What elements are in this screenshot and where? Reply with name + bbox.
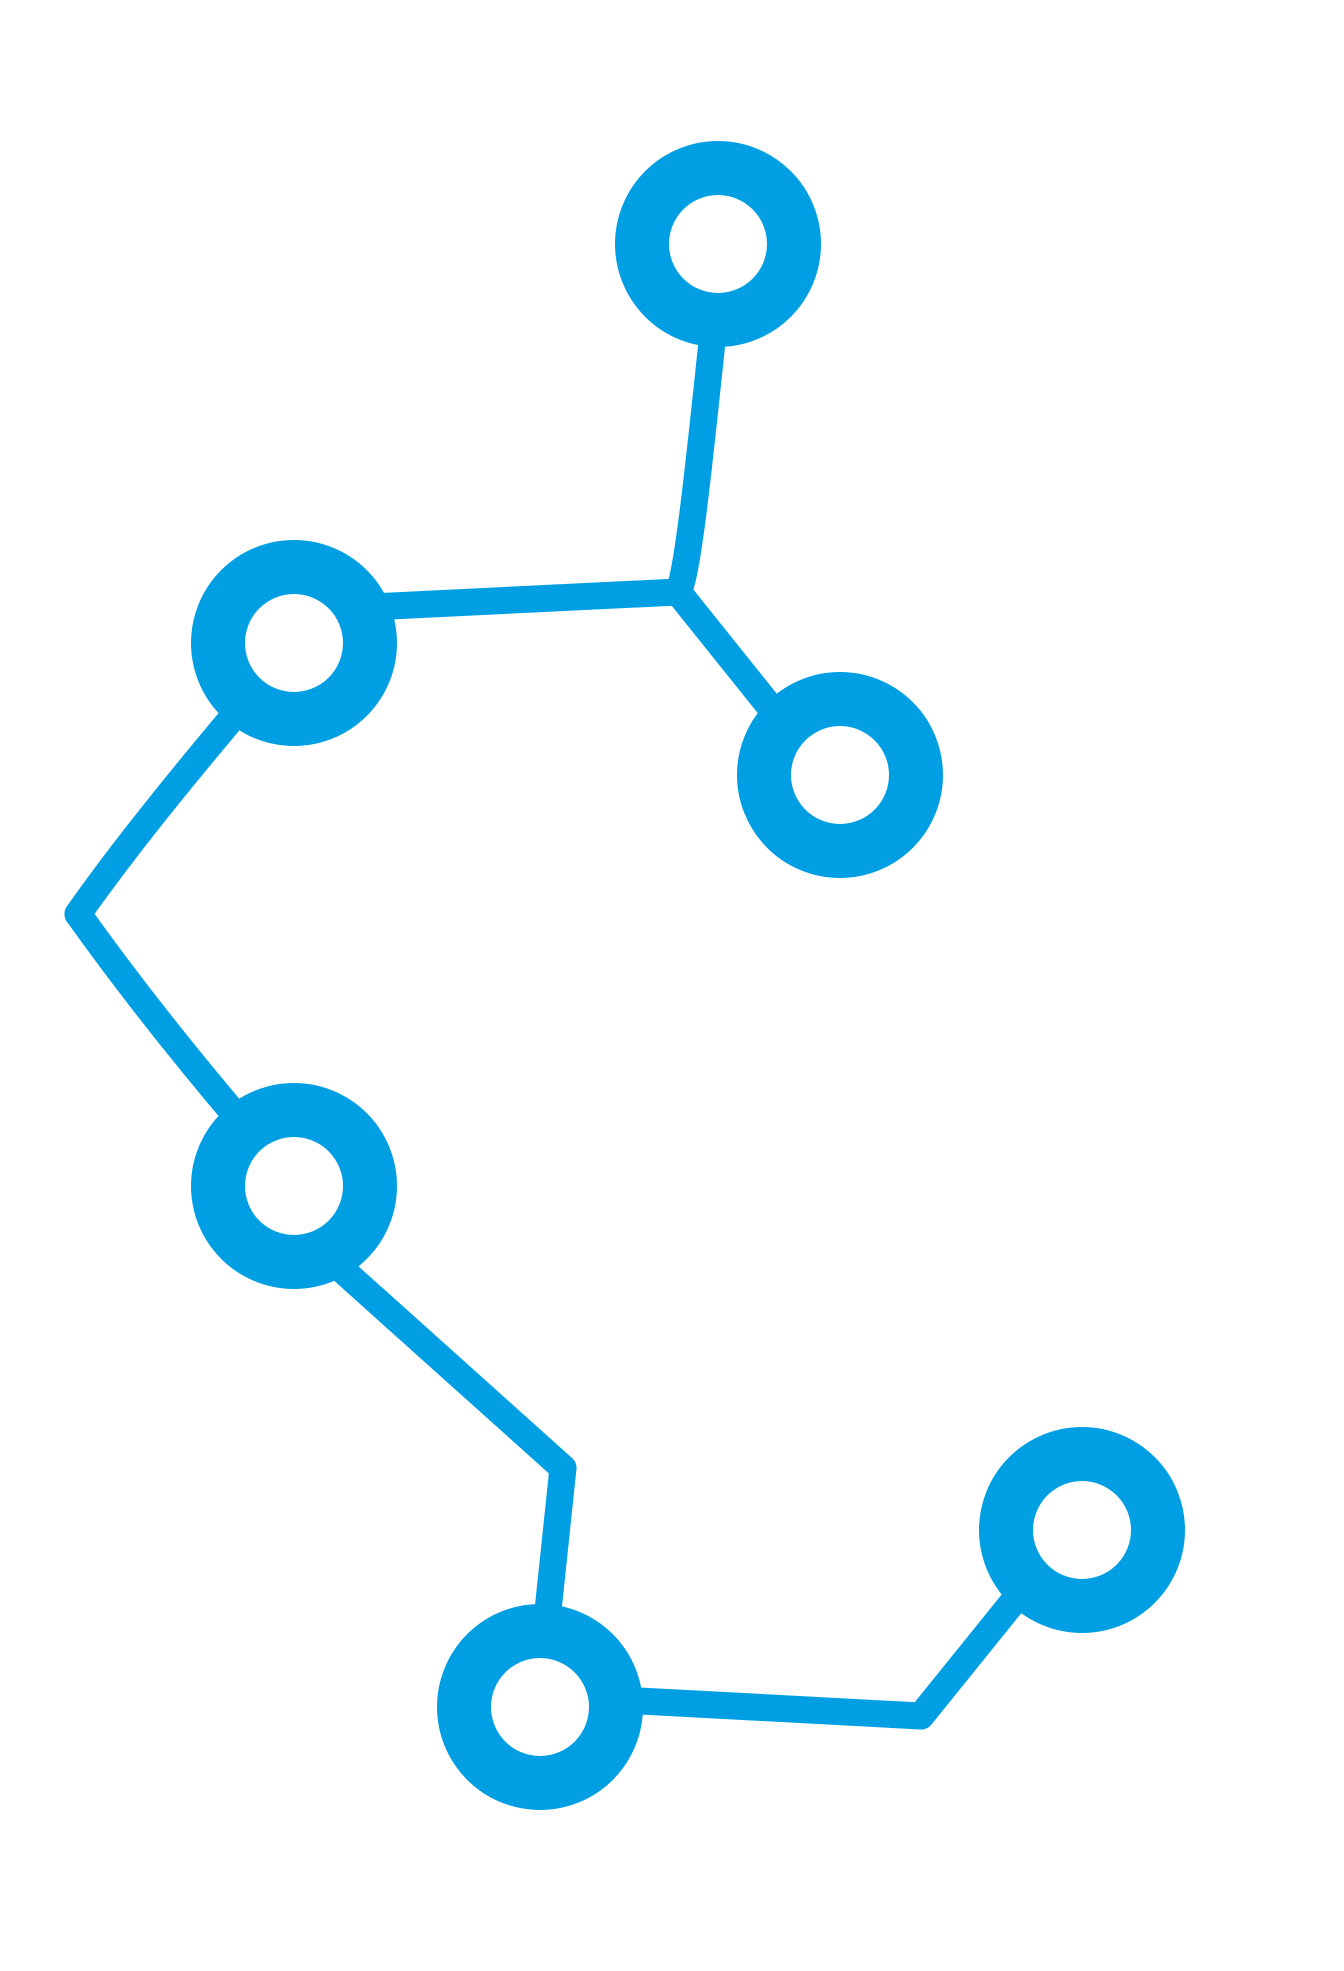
connector-lines [64, 309, 1031, 1730]
star-node-mid-left [191, 1083, 397, 1289]
star-node-far-right [979, 1427, 1185, 1633]
link-mid-left-to-knee [325, 1253, 577, 1482]
star-nodes [191, 141, 1185, 1810]
star-node-bottom [437, 1604, 643, 1810]
link-top-to-junction [664, 309, 728, 606]
link-elbow-to-mid-left [64, 900, 257, 1138]
star-node-upper-left [191, 540, 397, 746]
link-bottom-to-corner [607, 1686, 935, 1730]
star-node-top [615, 141, 821, 347]
link-upper-left-to-elbow [64, 691, 257, 928]
star-node-right [737, 672, 943, 878]
link-corner-to-far-right [907, 1583, 1031, 1730]
link-junction-to-upper-left [356, 578, 692, 621]
